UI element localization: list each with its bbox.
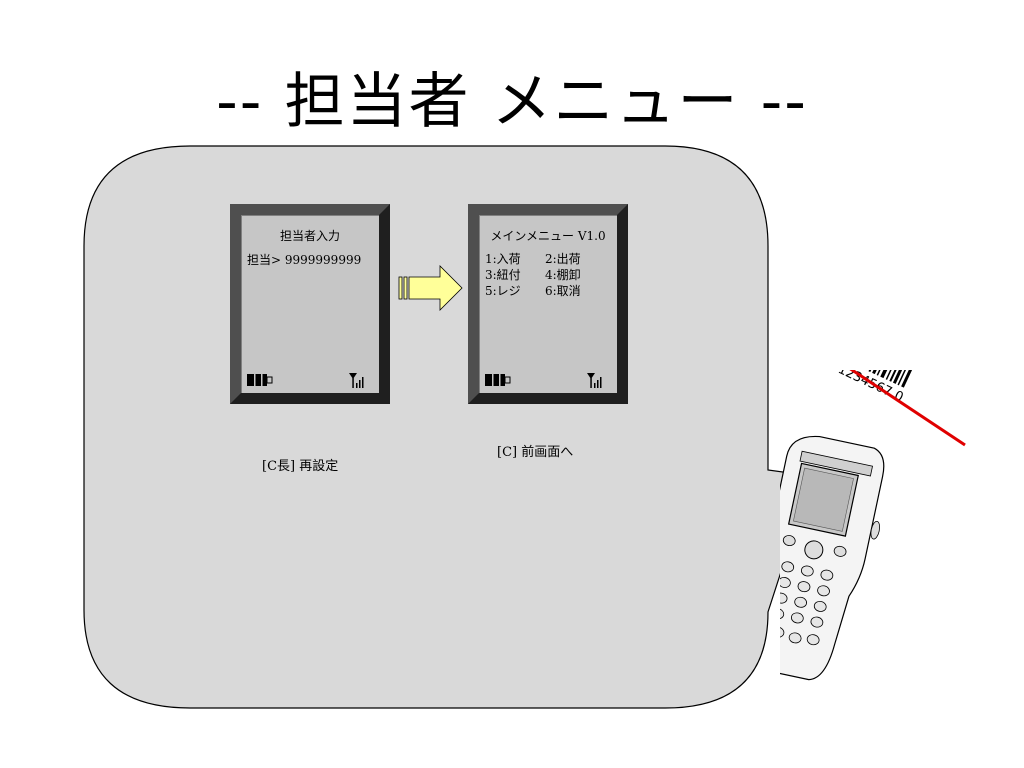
operator-input-line: 担当> 9999999999: [247, 253, 362, 267]
page-title: -- 担当者 メニュー --: [216, 67, 808, 137]
battery-icon: [247, 374, 273, 386]
menu-item: 5:レジ: [485, 284, 521, 298]
menu-item: 6:取消: [545, 284, 581, 298]
caption-previous-screen: [C] 前画面へ: [497, 445, 574, 460]
menu-item: 3:紐付: [485, 268, 521, 282]
main-menu-title: メインメニュー V1.0: [490, 229, 606, 243]
handheld-scanner-icon: 1234567 0: [780, 370, 966, 681]
arrow-right-icon: [398, 265, 463, 311]
signal-icon: [587, 373, 602, 388]
barcode-icon: 1234567 0: [835, 370, 930, 405]
battery-icon: [485, 374, 511, 386]
login-screen: 担当者入力 担当> 9999999999: [230, 204, 390, 404]
login-screen-title: 担当者入力: [279, 229, 340, 243]
menu-item: 4:棚卸: [545, 268, 581, 282]
menu-item: 2:出荷: [545, 252, 581, 266]
caption-reset: [C長] 再設定: [262, 459, 339, 474]
signal-icon: [349, 373, 364, 388]
main-menu-screen: メインメニュー V1.0 1:入荷 2:出荷 3:紐付 4:棚卸 5:レジ 6:…: [468, 204, 628, 404]
menu-item: 1:入荷: [485, 252, 521, 266]
